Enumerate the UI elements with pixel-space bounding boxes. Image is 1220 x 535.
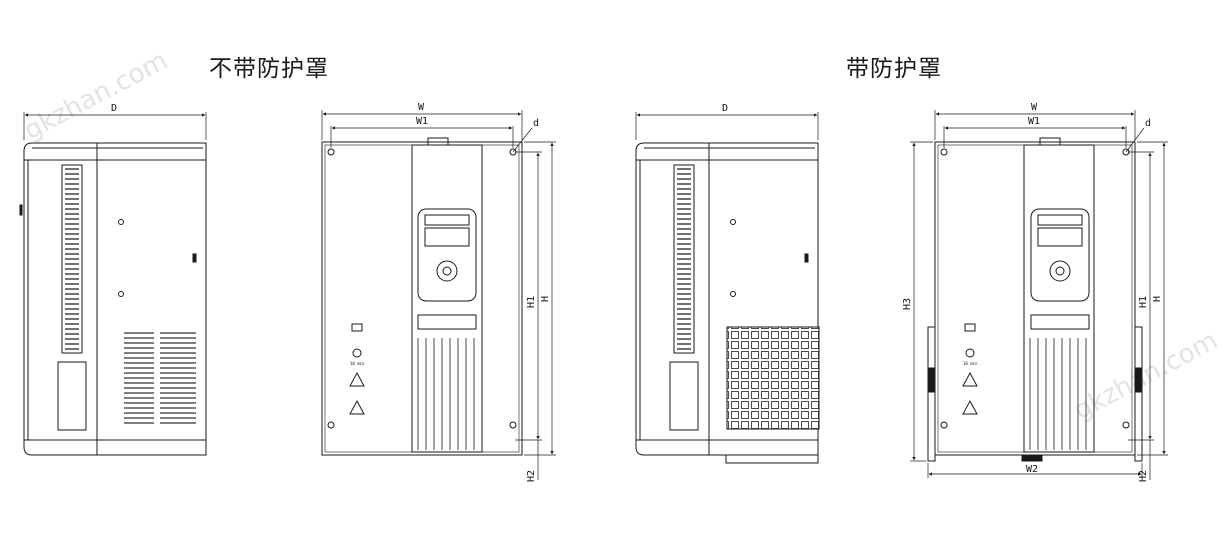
side-view-no-cover xyxy=(19,112,207,456)
keypad-panel xyxy=(1030,208,1090,302)
hole-icon xyxy=(1122,421,1130,429)
front-view-no-cover xyxy=(321,110,556,480)
dim-label-h2: H2 xyxy=(526,470,537,482)
dim-label-h3: H3 xyxy=(902,298,913,310)
dim-label-d: D xyxy=(111,103,117,114)
dim-label-w: W xyxy=(418,102,425,113)
warning-triangle-icon xyxy=(962,371,978,387)
heading-with-cover: 带防护罩 xyxy=(846,56,942,82)
keypad-panel xyxy=(417,208,477,302)
timer-icon xyxy=(352,348,362,358)
brand-logo-icon xyxy=(1030,314,1090,330)
side-hole-icon xyxy=(730,219,736,225)
dim-label-w1: W1 xyxy=(416,116,428,127)
side-view-with-cover xyxy=(635,112,820,464)
dim-label-h1-2: H1 xyxy=(1138,296,1149,308)
side-hole-icon xyxy=(118,219,124,225)
timer-icon xyxy=(965,348,975,358)
watermark-right: gkzhan.com xyxy=(1069,326,1220,427)
front-fins-2 xyxy=(1029,338,1087,450)
side-vent-slots-2 xyxy=(677,168,691,350)
side-vent-slots xyxy=(65,168,79,350)
watermark-left: gkzhan.com xyxy=(19,46,173,147)
hole-icon xyxy=(327,148,335,156)
dim-label-w-2: W xyxy=(1031,102,1038,113)
shock-warning-icon xyxy=(349,399,365,415)
warning-triangle-icon xyxy=(349,371,365,387)
shock-warning-icon xyxy=(962,399,978,415)
dim-label-h1: H1 xyxy=(526,296,537,308)
side-hole-icon xyxy=(730,291,736,297)
hole-icon xyxy=(940,421,948,429)
dim-label-h2-2: H2 xyxy=(1138,470,1149,482)
heading-without-cover: 不带防护罩 xyxy=(209,56,329,82)
hole-icon xyxy=(327,421,335,429)
hole-icon xyxy=(509,421,517,429)
timer-note: 10 min xyxy=(350,361,365,366)
manual-icon xyxy=(964,323,976,332)
front-view-with-cover xyxy=(910,110,1168,480)
fan-cover-mesh xyxy=(726,326,820,430)
side-hole-icon xyxy=(118,291,124,297)
dim-label-h: H xyxy=(540,296,551,302)
dim-label-h-2: H xyxy=(1152,296,1163,302)
manual-icon xyxy=(351,323,363,332)
side-lower-vents xyxy=(124,332,196,424)
dim-label-d-hole: d xyxy=(533,118,539,129)
brand-logo-icon xyxy=(417,314,477,330)
dim-label-w2: W2 xyxy=(1026,464,1038,475)
dim-label-d-hole-2: d xyxy=(1145,118,1151,129)
timer-note-2: 10 min xyxy=(963,361,978,366)
hole-icon xyxy=(940,148,948,156)
dim-label-w1-2: W1 xyxy=(1028,116,1040,127)
front-fins xyxy=(417,338,475,450)
dim-label-d-2: D xyxy=(722,103,728,114)
